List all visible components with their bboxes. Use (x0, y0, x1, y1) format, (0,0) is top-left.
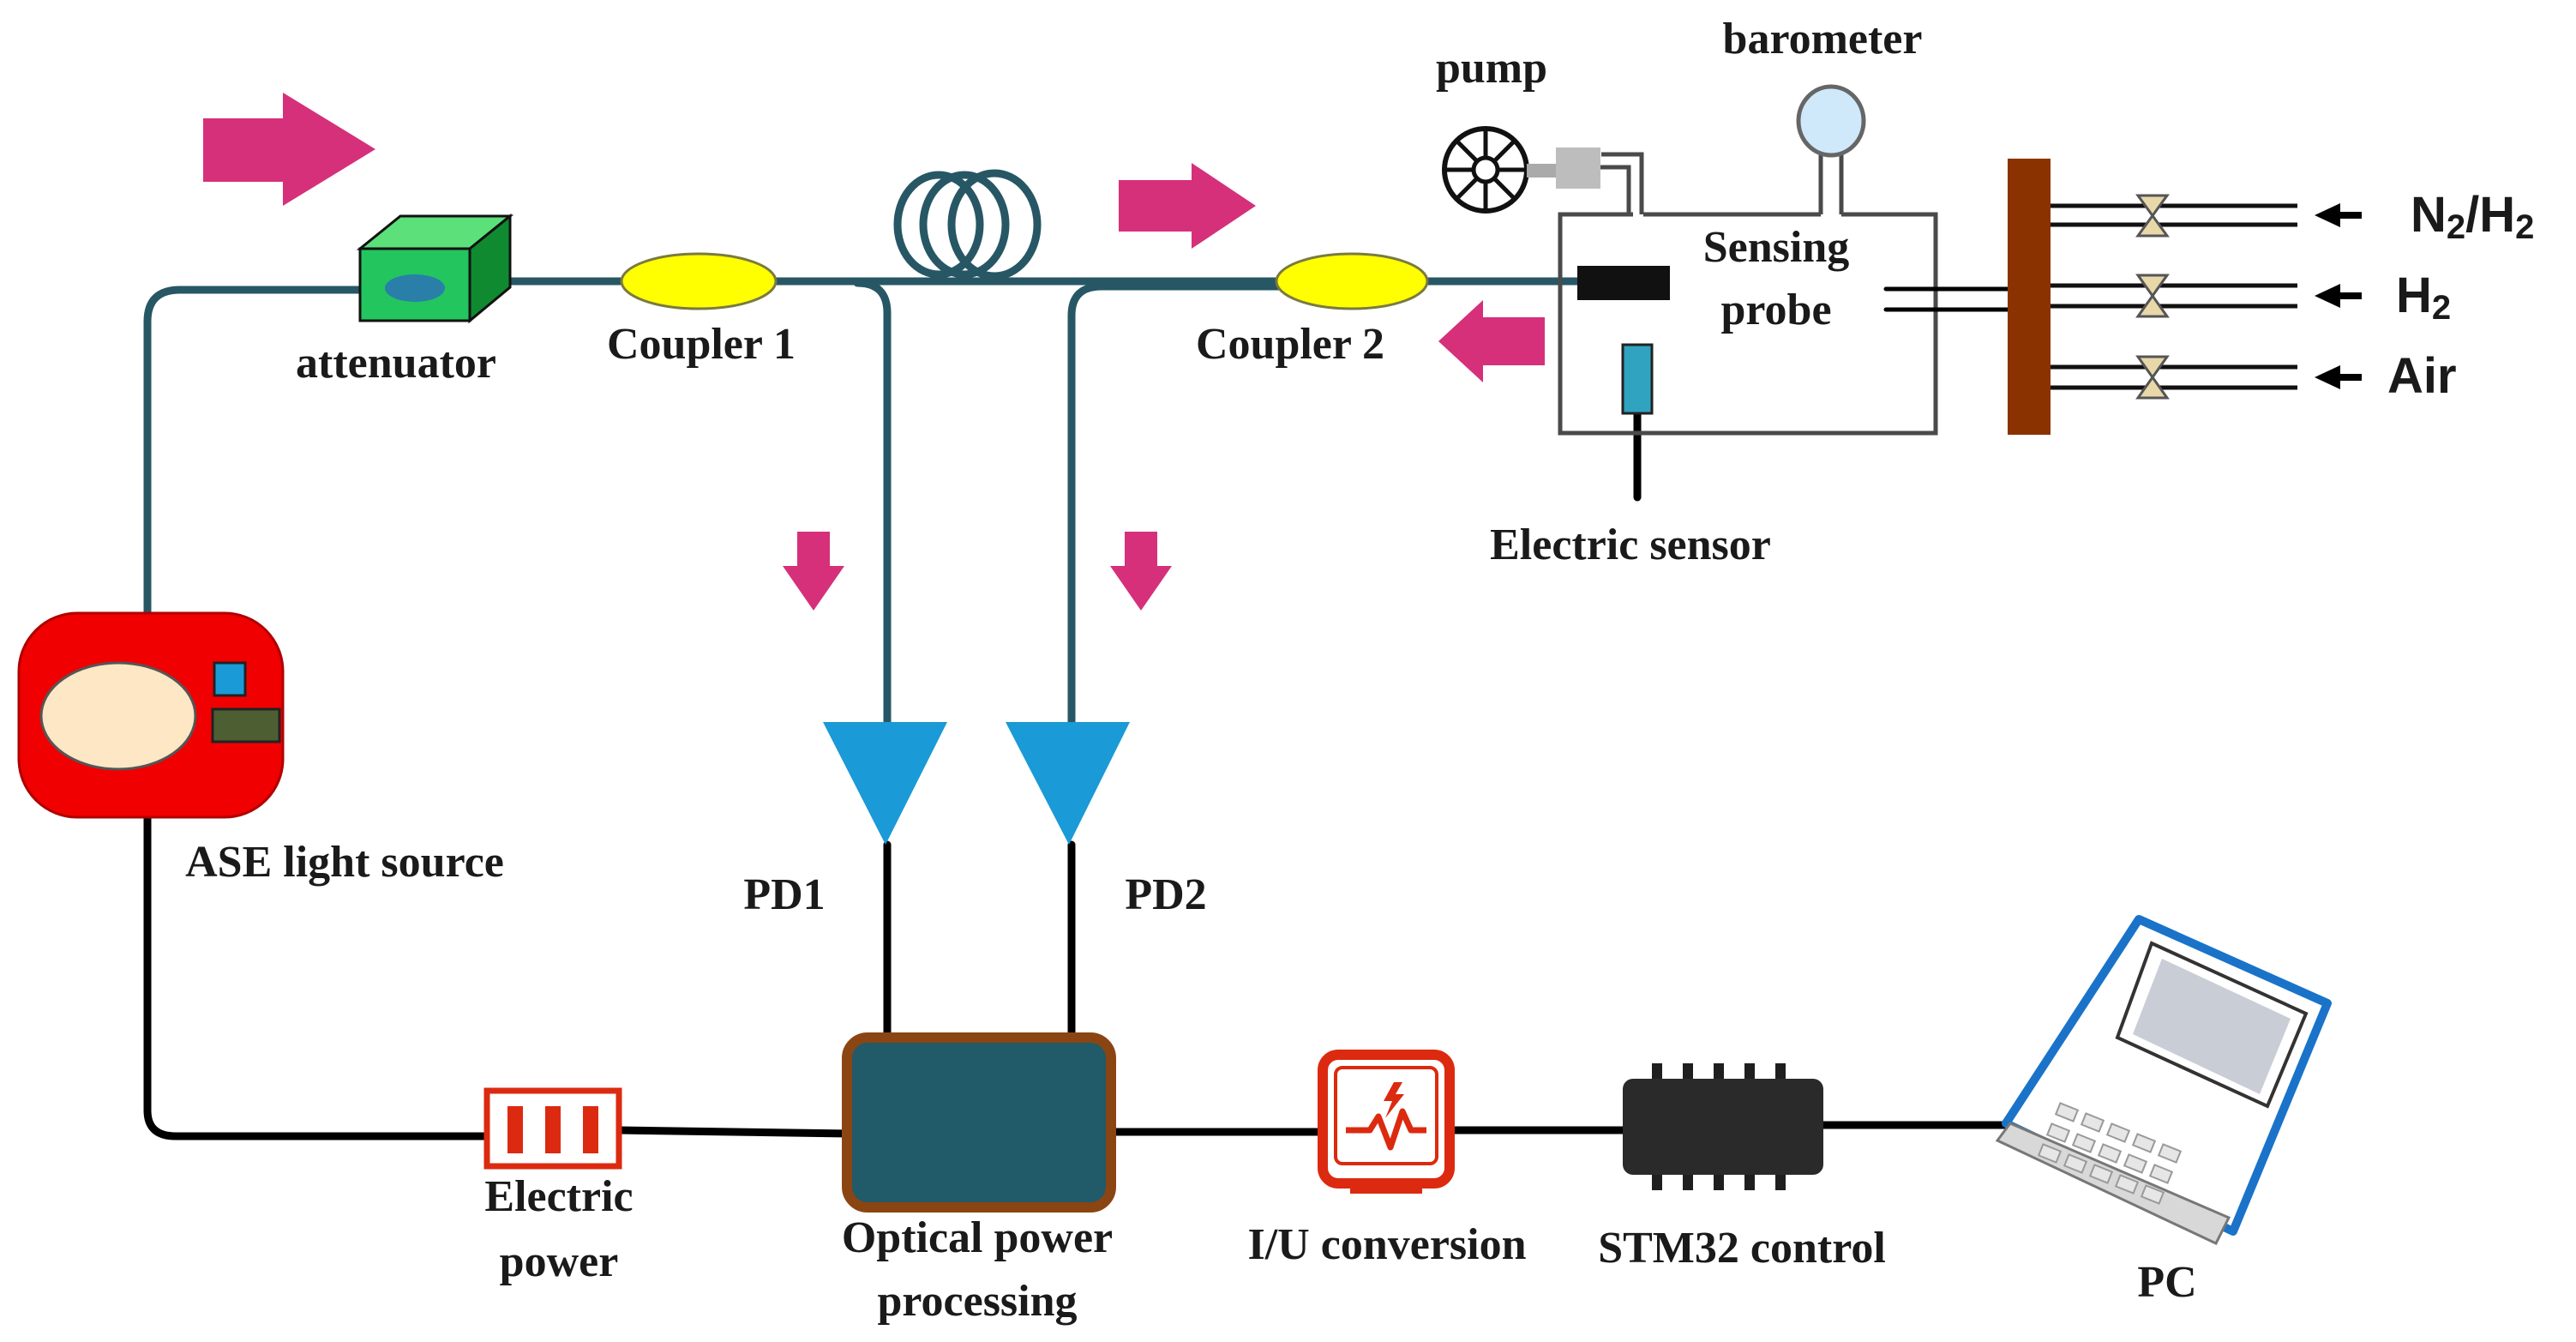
attenuator-label: attenuator (296, 339, 496, 388)
inlet-arrow-icon (2315, 203, 2362, 227)
photodiode-pd1 (823, 722, 947, 845)
optical-power-processing-box (842, 1032, 1116, 1213)
electric-sensor-icon (1621, 343, 1654, 415)
coupler-1-label: Coupler 1 (607, 320, 796, 369)
ase-output-window (39, 661, 197, 771)
laptop-keyboard-icon (2037, 1102, 2183, 1205)
iu-conversion-icon (1318, 1050, 1455, 1194)
wire-power-to-processing (615, 1126, 853, 1138)
stm32-chip-icon (1623, 1063, 1823, 1190)
barometer-tube (1818, 153, 1844, 214)
arrow-right-large (203, 93, 375, 206)
pump-tube (1600, 152, 1644, 214)
attenuator-block (356, 213, 514, 324)
pd2-label: PD2 (1125, 870, 1206, 919)
optical-power-processing-label-line2: processing (877, 1277, 1077, 1326)
light-direction-arrows (203, 93, 1545, 611)
optical-power-processing-label-line1: Optical power (842, 1213, 1113, 1262)
pc-label: PC (2137, 1258, 2196, 1307)
ase-light-source-label: ASE light source (185, 838, 504, 887)
coupler-1 (620, 252, 778, 310)
photodiode-pd2 (1006, 722, 1130, 845)
pump-label: pump (1436, 44, 1547, 93)
iu-conversion-label: I/U conversion (1248, 1220, 1527, 1269)
arrow-left-return (1438, 300, 1545, 382)
electric-power-label-line2: power (500, 1237, 619, 1286)
electrical-wires (143, 409, 2015, 1140)
pump-icon (1442, 126, 1600, 214)
valve-icon (2135, 274, 2170, 318)
fiber-ase-to-attenuator (143, 286, 364, 622)
inlet-arrow-icon (2315, 284, 2362, 308)
arrow-right-coil (1119, 163, 1256, 249)
gas-inlet-arrows (2315, 203, 2362, 389)
electric-power-label-line1: Electric (484, 1172, 633, 1221)
barometer-label: barometer (1723, 15, 1923, 63)
fiber-coil (893, 169, 1042, 280)
sensing-probe-label-line1: Sensing (1703, 223, 1850, 272)
chamber-inlet-lines (1883, 286, 2013, 312)
gas-chamber (1558, 152, 1938, 436)
arrow-down-pd2 (1110, 532, 1172, 611)
electric-power-icon (483, 1087, 622, 1170)
signal-waveform-icon (1346, 1108, 1426, 1151)
barometer-icon (1796, 84, 1866, 158)
ase-light-source (17, 611, 285, 819)
gas-label-h2: H2 (2396, 268, 2451, 327)
sensing-probe-label-line2: probe (1720, 286, 1831, 334)
attenuator-window-icon (385, 274, 445, 302)
stm32-control-label: STM32 control (1598, 1224, 1886, 1273)
ase-display-icon (211, 707, 281, 743)
gas-manifold (2008, 159, 2051, 435)
coupler-2-label: Coupler 2 (1196, 320, 1384, 369)
fiber-coupler1-to-pd1 (853, 279, 892, 733)
valve-icon (2135, 355, 2170, 400)
pd1-label: PD1 (743, 870, 825, 919)
chamber-outline (1558, 212, 1938, 436)
sensing-probe-block (1577, 266, 1670, 300)
electric-sensor-label: Electric sensor (1490, 521, 1771, 569)
laptop-icon (1995, 915, 2332, 1245)
gas-input-lines (2051, 203, 2297, 390)
fiber-coupler2-to-pd2 (1067, 282, 1290, 733)
lightning-icon (1384, 1082, 1404, 1118)
gas-label-air: Air (2387, 348, 2457, 404)
gas-valves (2135, 194, 2170, 400)
gas-label-n2-h2: N2/H2 (2411, 187, 2534, 246)
coupler-2 (1275, 252, 1429, 310)
wire-ase-to-electric-power (143, 810, 493, 1140)
arrow-down-pd1 (783, 532, 844, 611)
inlet-arrow-icon (2315, 365, 2362, 389)
valve-icon (2135, 194, 2170, 238)
ase-indicator-icon (213, 661, 247, 697)
